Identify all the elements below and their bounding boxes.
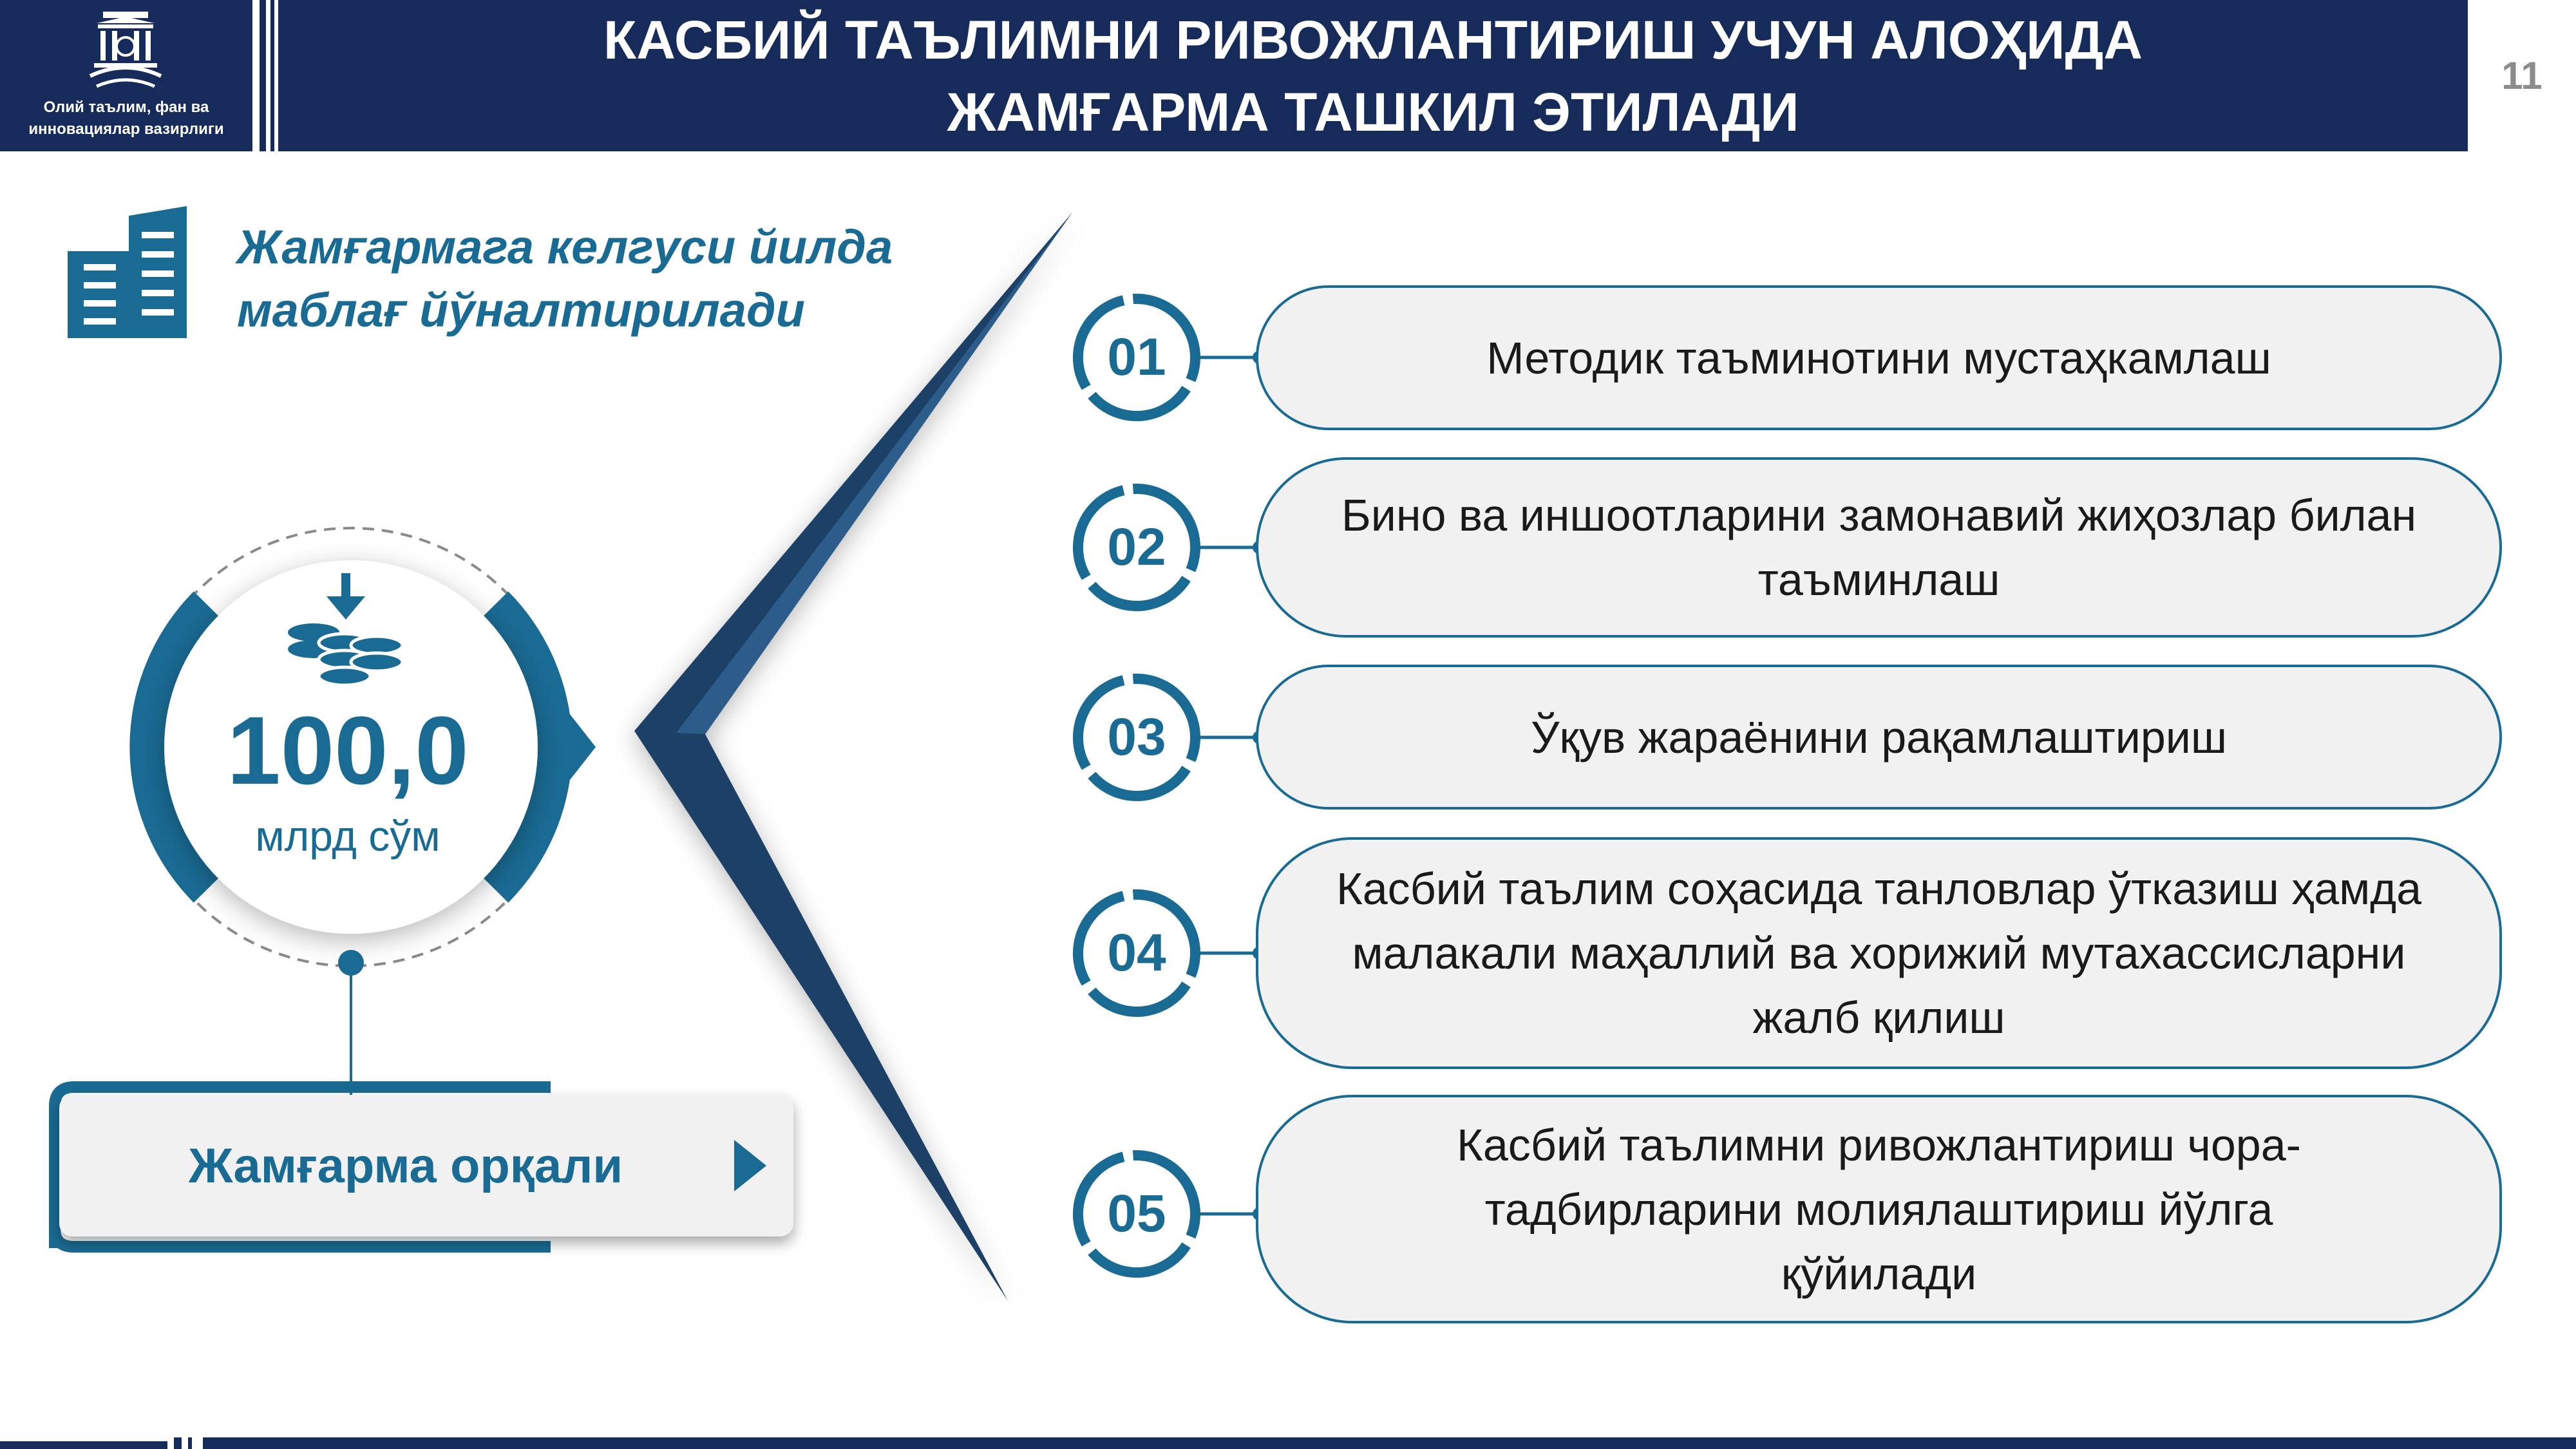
amount-arc-right bbox=[483, 591, 573, 903]
item-number-03: 03 bbox=[1107, 708, 1166, 766]
fund-button[interactable] bbox=[59, 1095, 793, 1236]
page-title: КАСБИЙ ТАЪЛИМНИ РИВОЖЛАНТИРИШ УЧУН АЛОҲИ… bbox=[278, 0, 2468, 151]
footer-bar bbox=[203, 1437, 2576, 1449]
item-number-01: 01 bbox=[1107, 328, 1166, 386]
chevron-highlight bbox=[676, 213, 1072, 734]
subtitle: Жамғармага келгуси йилда маблағ йўналтир… bbox=[237, 216, 893, 342]
list-item-05: Касбий таълимни ривожлантириш чора-тадби… bbox=[1256, 1095, 2502, 1323]
fund-button-border bbox=[49, 1081, 551, 1253]
header-divider bbox=[270, 0, 274, 151]
amount-inner-circle bbox=[164, 560, 538, 934]
item-number-05: 05 bbox=[1107, 1184, 1166, 1243]
page-number: 11 bbox=[2501, 54, 2543, 97]
building-icon bbox=[68, 206, 187, 338]
footer-divider bbox=[174, 1437, 182, 1449]
ministry-emblem-icon bbox=[89, 12, 162, 88]
footer-divider bbox=[188, 1437, 192, 1449]
subtitle-line1: Жамғармага келгуси йилда bbox=[237, 220, 893, 274]
subtitle-line2: маблағ йўналтирилади bbox=[237, 283, 805, 337]
number-badge-03 bbox=[1073, 674, 1265, 801]
list-item-01: Методик таъминотини мустаҳкамлаш bbox=[1256, 285, 2502, 430]
amount-value: 100,0 bbox=[227, 696, 469, 804]
number-badge-04 bbox=[1073, 889, 1265, 1017]
list-item-04: Касбий таълим соҳасида танловлар ўтказиш… bbox=[1256, 837, 2502, 1069]
play-arrow-icon bbox=[734, 1140, 766, 1191]
header-bar bbox=[278, 0, 2468, 151]
list-item-03: Ўқув жараёнини рақамлаштириш bbox=[1256, 665, 2502, 810]
number-badge-02 bbox=[1073, 484, 1265, 611]
fund-button-label: Жамғарма орқали bbox=[188, 1138, 623, 1193]
item-number-02: 02 bbox=[1107, 518, 1166, 576]
amount-unit: млрд сўм bbox=[255, 812, 440, 860]
ministry-name: Олий таълим, фан ва инновациялар вазирли… bbox=[28, 99, 224, 138]
item-number-04: 04 bbox=[1107, 923, 1166, 982]
footer-bar-left bbox=[0, 1441, 167, 1449]
coins-icon bbox=[288, 573, 404, 687]
header-divider bbox=[260, 0, 266, 151]
list-item-02: Бино ва иншоотларини замонавий жиҳозлар … bbox=[1256, 457, 2502, 638]
amount-arc-left bbox=[129, 591, 219, 903]
number-badge-05 bbox=[1073, 1150, 1265, 1278]
page-title-line2: ЖАМҒАРМА ТАШКИЛ ЭТИЛАДИ bbox=[947, 81, 1799, 142]
page-title-line1: КАСБИЙ ТАЪЛИМНИ РИВОЖЛАНТИРИШ УЧУН АЛОҲИ… bbox=[603, 9, 2143, 70]
amount-pointer bbox=[560, 702, 596, 792]
